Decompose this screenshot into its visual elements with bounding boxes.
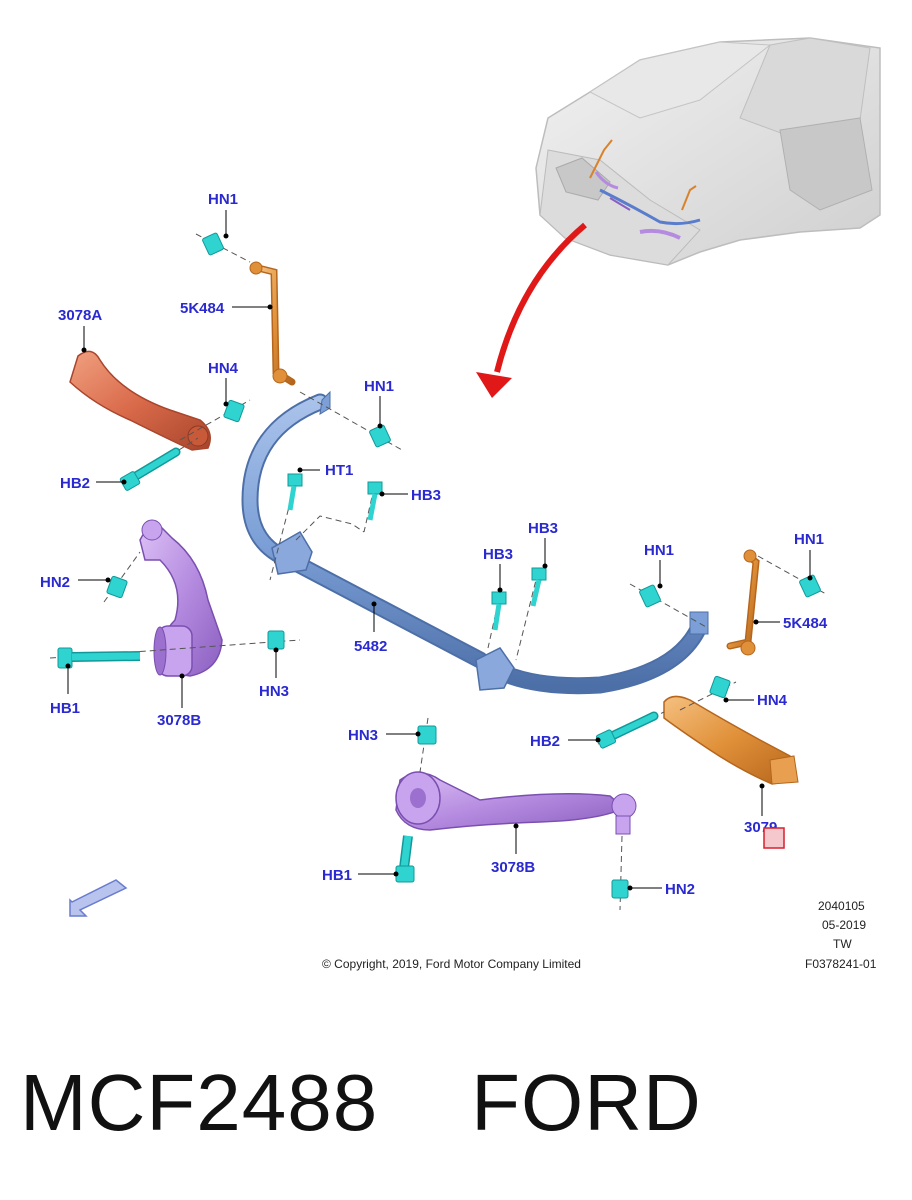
label-hn3-mid: HN3 bbox=[348, 727, 378, 744]
drawing-code: 2040105 bbox=[818, 899, 865, 913]
label-hn1-top: HN1 bbox=[208, 191, 238, 208]
fastener-hn3-mid bbox=[417, 717, 437, 773]
label-hb1-bottom: HB1 bbox=[322, 867, 352, 884]
red-arrow-icon bbox=[476, 222, 587, 398]
fastener-hn4-left bbox=[179, 399, 251, 441]
fastener-hn2-bottom bbox=[611, 835, 629, 911]
label-hn2-left: HN2 bbox=[40, 574, 70, 591]
fastener-hb1-left bbox=[49, 639, 301, 669]
fastener-hn2-left bbox=[103, 551, 141, 603]
label-hb3-left: HB3 bbox=[411, 487, 441, 504]
label-3078b-left: 3078B bbox=[157, 712, 201, 729]
arm-3078b-left bbox=[139, 519, 223, 677]
fastener-hn4-right bbox=[679, 675, 737, 711]
fastener-hb1-bottom bbox=[395, 835, 415, 883]
arm-3078b-bottom bbox=[395, 771, 637, 835]
fastener-hn3-left bbox=[267, 630, 285, 650]
arm-3079 bbox=[663, 695, 799, 785]
label-hb3-right: HB3 bbox=[528, 520, 558, 537]
arm-3078a bbox=[69, 350, 211, 451]
drawing-initials: TW bbox=[833, 937, 852, 951]
fastener-hn1-mid bbox=[299, 391, 403, 451]
label-hn4-right: HN4 bbox=[757, 692, 788, 709]
stabilizer-bar-5482 bbox=[241, 390, 709, 695]
suspension-diagram: HN1 5K484 3078A HN4 HN1 HB2 HT1 HB3 HN2 … bbox=[40, 37, 881, 971]
fastener-ht1 bbox=[269, 473, 303, 581]
copyright-notice: © Copyright, 2019, Ford Motor Company Li… bbox=[322, 957, 581, 971]
highlight-marker bbox=[763, 827, 785, 849]
stabilizer-link-right bbox=[726, 549, 760, 656]
stabilizer-link-left bbox=[249, 261, 296, 386]
label-ht1: HT1 bbox=[325, 462, 353, 479]
hidden-line-bracket-left bbox=[295, 515, 365, 541]
label-5482: 5482 bbox=[354, 638, 387, 655]
label-3078b-bottom: 3078B bbox=[491, 859, 535, 876]
label-hn2-bottom: HN2 bbox=[665, 881, 695, 898]
fastener-hn1-right-b bbox=[757, 555, 827, 598]
label-hb1-left: HB1 bbox=[50, 700, 80, 717]
label-hb2-right: HB2 bbox=[530, 733, 560, 750]
part-title: MCF2488 FORD bbox=[20, 1058, 702, 1147]
fastener-hn1-right-a bbox=[629, 583, 709, 629]
label-3078a: 3078A bbox=[58, 307, 102, 324]
label-hn3-left: HN3 bbox=[259, 683, 289, 700]
figure-number: F0378241-01 bbox=[805, 957, 877, 971]
label-5k484-left: 5K484 bbox=[180, 300, 225, 317]
fastener-hn1-top bbox=[195, 232, 251, 263]
label-hb2-left: HB2 bbox=[60, 475, 90, 492]
label-hn1-right-a: HN1 bbox=[644, 542, 674, 559]
vehicle-locator-illustration bbox=[535, 37, 881, 266]
fastener-hb2-left bbox=[119, 437, 199, 491]
label-hn1-right-b: HN1 bbox=[794, 531, 824, 548]
front-direction-arrow-icon bbox=[69, 879, 128, 917]
label-hn1-mid: HN1 bbox=[364, 378, 394, 395]
fastener-hb2-right bbox=[595, 711, 665, 749]
label-5k484-right: 5K484 bbox=[783, 615, 828, 632]
fastener-hb3-left bbox=[363, 481, 383, 533]
label-hn4-left: HN4 bbox=[208, 360, 239, 377]
drawing-date: 05-2019 bbox=[822, 918, 866, 932]
label-hb3-mid: HB3 bbox=[483, 546, 513, 563]
fastener-hb3-right bbox=[515, 567, 547, 661]
fastener-hb3-mid bbox=[487, 591, 507, 649]
leader-lines bbox=[65, 210, 813, 891]
